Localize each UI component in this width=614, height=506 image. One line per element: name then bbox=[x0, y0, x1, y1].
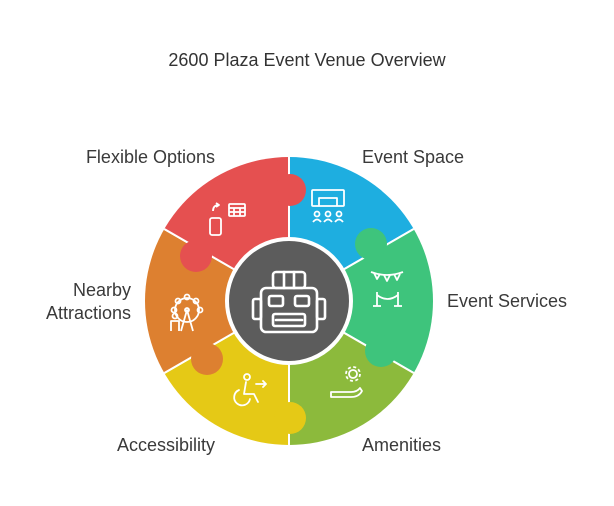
wheelchair-icon bbox=[233, 373, 267, 407]
label-event-space: Event Space bbox=[362, 147, 465, 167]
label-amenities: Amenities bbox=[362, 435, 442, 455]
robot-icon bbox=[251, 270, 327, 334]
knob-bottom bbox=[274, 402, 306, 434]
knob-lower-right bbox=[365, 335, 397, 367]
label-flexible-options: Flexible Options bbox=[85, 147, 215, 167]
label-nearby-attractions: Nearby Attractions bbox=[46, 279, 131, 325]
ferris-wheel-icon bbox=[170, 293, 204, 332]
center-hub bbox=[225, 237, 353, 365]
label-nearby-attractions-line2: Attractions bbox=[45, 303, 131, 323]
knob-upper-left bbox=[180, 240, 212, 272]
phone-calendar-icon bbox=[209, 202, 246, 236]
diagram-title: 2600 Plaza Event Venue Overview bbox=[168, 50, 446, 70]
seating-layout-icon bbox=[311, 189, 345, 223]
label-event-services: Event Services bbox=[447, 291, 568, 311]
knob-lower-left bbox=[191, 343, 223, 375]
bunting-stanchion-icon bbox=[370, 271, 404, 307]
gear-service-icon bbox=[330, 366, 363, 398]
label-accessibility: Accessibility bbox=[116, 435, 215, 455]
label-nearby-attractions-line1: Nearby bbox=[72, 280, 131, 300]
knob-upper-right bbox=[355, 228, 387, 260]
knob-top bbox=[274, 174, 306, 206]
